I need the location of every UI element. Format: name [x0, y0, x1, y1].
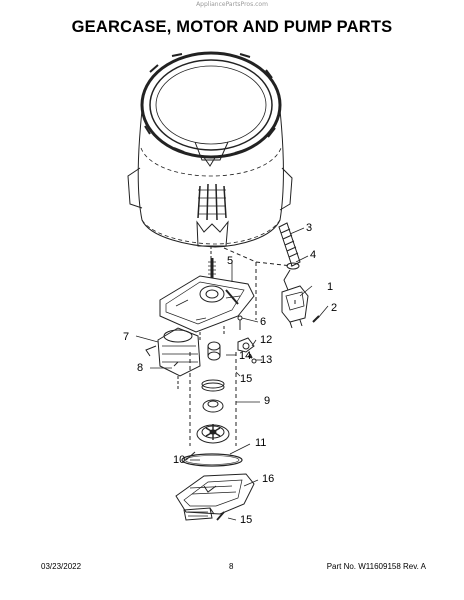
base-shield-drawing — [175, 473, 255, 521]
drain-hose-and-pump-drawing — [223, 222, 320, 329]
tub-drawing — [127, 51, 293, 262]
footer-part-number: Part No. W11609158 Rev. A — [326, 562, 426, 571]
callout-1: 1 — [327, 281, 333, 293]
callout-10: 10 — [173, 454, 185, 466]
watermark: AppliancePartsPros.com — [196, 1, 268, 8]
gearcase-drawing — [159, 258, 255, 340]
callout-16: 16 — [262, 473, 274, 485]
callout-12: 12 — [260, 334, 272, 346]
pump-stack-drawing — [189, 352, 237, 446]
callout-7: 7 — [123, 331, 129, 343]
callout-3: 3 — [306, 222, 312, 234]
footer-page-number: 8 — [229, 562, 234, 571]
callout-2: 2 — [331, 302, 337, 314]
callout-leaders — [135, 227, 329, 521]
callout-numbers: 1 2 3 4 5 6 7 8 9 10 11 12 13 14 15 16 1… — [123, 222, 337, 526]
callout-8: 8 — [137, 362, 143, 374]
motor-drawing — [145, 327, 201, 390]
callout-6: 6 — [260, 316, 266, 328]
coupler-parts-drawing — [207, 337, 257, 364]
callout-14: 14 — [239, 350, 251, 362]
callout-9: 9 — [264, 395, 270, 407]
callout-11: 11 — [255, 437, 266, 449]
callout-4: 4 — [310, 249, 316, 261]
callout-15: 15 — [240, 373, 252, 385]
callout-15-lower: 15 — [240, 514, 252, 526]
callout-13: 13 — [260, 354, 272, 366]
footer-date: 03/23/2022 — [41, 562, 82, 571]
page-title: GEARCASE, MOTOR AND PUMP PARTS — [71, 18, 393, 36]
callout-5: 5 — [227, 255, 233, 267]
belt-drawing — [181, 451, 243, 467]
